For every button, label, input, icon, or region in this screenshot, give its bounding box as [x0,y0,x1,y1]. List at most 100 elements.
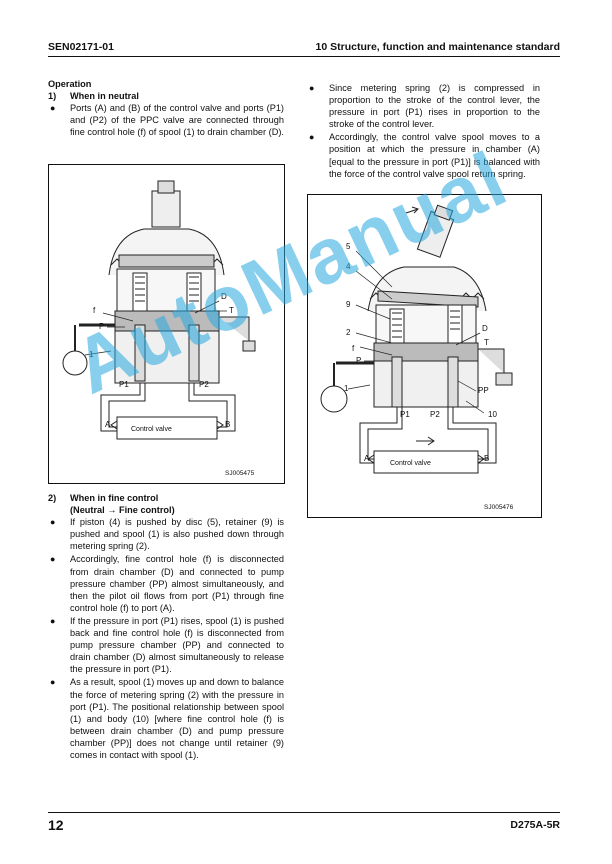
sub1-heading: 1)When in neutral [48,90,284,102]
label-f: f [93,306,96,315]
sub2-bullet-list: ● If piston (4) is pushed by disc (5), re… [48,516,284,761]
right-bullet-list: ● Since metering spring (2) is compressed… [307,82,540,180]
label-B: B [484,454,489,463]
sub2-number: 2) [48,493,57,503]
valve-spring-right [216,420,224,430]
list-item: ● Since metering spring (2) is compressed… [307,82,540,130]
label-10: 10 [488,410,497,419]
list-item: ● Ports (A) and (B) of the control valve … [48,102,284,138]
control-valve [116,416,218,440]
list-item: ● Accordingly, the control valve spool mo… [307,131,540,179]
operation-heading: Operation [48,79,92,89]
leader-lines [84,300,227,356]
bullet-text: Accordingly, fine control hole (f) is di… [70,554,284,613]
tank-line [478,348,513,386]
label-P2: P2 [430,410,440,419]
sub2-note: (Neutral → Fine control) [70,505,175,516]
bullet-text: Since metering spring (2) is compressed … [329,83,540,130]
diagram-fine-control: 5 4 9 2 f P D T 1 PP P1 P2 10 A B Contro… [320,204,514,511]
pump-icon [62,350,88,376]
bullet-text: If the pressure in port (P1) rises, spoo… [70,615,284,675]
label-A: A [105,420,111,429]
label-P1: P1 [400,410,410,419]
label-5: 5 [346,242,351,251]
fine-control-section: 2) When in fine control (Neutral → Fine c… [48,492,284,762]
tilted-lever [416,204,455,258]
valve-spring-left [110,420,118,430]
sub2-heading: 2) When in fine control [48,492,284,504]
disc [118,254,215,268]
lower-body [373,360,479,408]
left-piston [132,272,148,316]
control-valve [373,450,479,474]
bullet-icon: ● [50,615,56,626]
rubber-boot [108,228,225,276]
springs [135,276,199,302]
bullet-icon: ● [50,677,56,688]
label-P1: P1 [119,380,129,389]
left-column: Operation 1)When in neutral ● Ports (A) a… [48,78,284,139]
label-4: 4 [346,262,351,271]
control-valve-label: Control valve [131,426,172,433]
label-PP: PP [478,386,489,395]
leader-lines [347,250,485,414]
figure-id: SJ005475 [225,470,255,477]
sub1-title: When in neutral [70,91,139,102]
label-9: 9 [346,300,351,309]
right-spool [447,356,459,408]
control-valve-label: Control valve [390,460,431,467]
label-B: B [225,420,230,429]
bullet-text: Accordingly, the control valve spool mov… [329,132,540,179]
bullet-icon: ● [50,554,56,565]
label-T: T [484,338,489,347]
label-P2: P2 [199,380,209,389]
sub2-title: When in fine control [70,493,159,503]
valve-spring-left [367,454,375,464]
right-column: ● Since metering spring (2) is compressed… [307,82,540,181]
label-D: D [221,292,227,301]
label-1: 1 [344,384,349,393]
label-f: f [352,344,355,353]
line-B [188,383,236,432]
lever-top [157,180,175,194]
label-T: T [229,306,234,315]
label-P: P [356,356,361,365]
right-spool [188,324,200,382]
bullet-icon: ● [50,103,56,114]
label-P: P [99,322,104,331]
list-item: ● If piston (4) is pushed by disc (5), re… [48,516,284,552]
footer-rule [48,812,560,813]
line-A [359,407,403,464]
left-piston [389,308,405,348]
section-title: 10 Structure, function and maintenance s… [315,41,560,53]
arrow-icon [416,436,435,446]
lower-body [114,330,220,384]
chamber-plate [373,342,479,362]
springs [392,310,460,338]
diagram-neutral: f P D T 1 P1 P2 A B Control valve SJ0054… [62,180,256,477]
label-A: A [364,454,370,463]
bullet-text: If piston (4) is pushed by disc (5), ret… [70,517,284,552]
figure-fine-control: 5 4 9 2 f P D T 1 PP P1 P2 10 A B Contro… [307,194,542,518]
page-number: 12 [48,817,64,833]
bullet-icon: ● [50,517,56,528]
tank-line [219,316,256,352]
figure-id: SJ005476 [484,504,514,511]
valve-spring-right [477,454,485,464]
arrow-icon [405,206,419,214]
label-D: D [482,324,488,333]
bullet-icon: ● [309,83,315,93]
lever-stem [151,190,181,228]
list-item: ● Accordingly, fine control hole (f) is d… [48,553,284,613]
figure-neutral: f P D T 1 P1 P2 A B Control valve SJ0054… [48,164,285,484]
sub1-bullet-list: ● Ports (A) and (B) of the control valve … [48,102,284,138]
left-spool [134,324,146,382]
bullet-icon: ● [309,132,315,143]
label-2: 2 [346,328,351,337]
model-code: D275A-5R [510,819,560,831]
list-item: ●As a result, spool (1) moves up and dow… [48,676,284,761]
bullet-text: Ports (A) and (B) of the control valve a… [70,103,284,138]
label-1: 1 [89,350,94,359]
chamber-plate [114,310,220,332]
right-piston [186,272,202,316]
